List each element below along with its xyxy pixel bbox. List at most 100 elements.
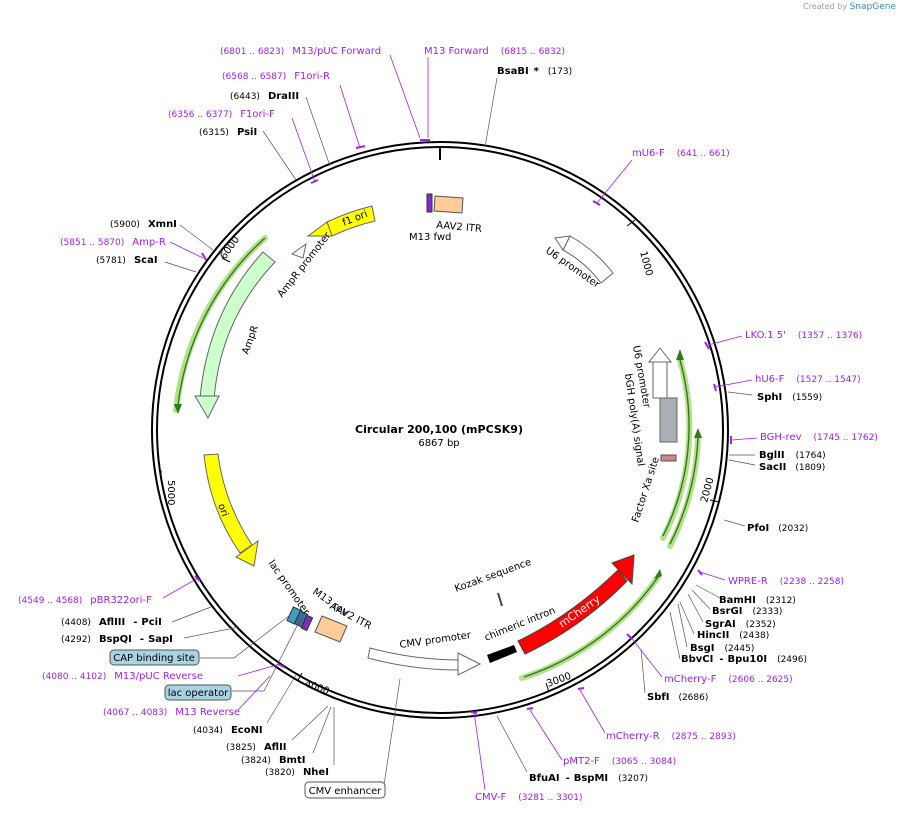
mcherry-label: mCherry — [556, 592, 603, 630]
mark-mu6-f — [592, 200, 601, 206]
enzyme-psii-name: PsiI — [237, 127, 257, 138]
enzyme-sacii: SacII(1809) — [759, 462, 825, 473]
m13-fwd-label: M13 fwd — [409, 232, 451, 243]
tick-label-5000: 5000 — [165, 480, 176, 505]
primer-amp-r-name: Amp-R — [132, 237, 166, 248]
enzyme-bamhi-pos: (2312) — [766, 596, 796, 606]
primer-mcherry-r-name: mCherry-R — [606, 731, 660, 742]
enzyme-hincii-pos: (2438) — [739, 631, 769, 641]
primer-pmt2-f-name: pMT2-F — [563, 756, 600, 767]
enzyme-aflii: (3825)AflII — [226, 742, 287, 753]
enzyme-bbvci-pos: (2496) — [777, 655, 807, 665]
m13puc-fwd-line — [389, 54, 421, 139]
enzyme-bsrgi: BsrGI(2333) — [712, 606, 782, 617]
enzyme-bsgi: BsgI(2445) — [690, 643, 754, 654]
ampr-body — [199, 251, 276, 401]
primer-m13puc-fwd-name: M13/pUC Forward — [292, 46, 381, 57]
primer-cmv-f-name: CMV-F — [475, 792, 506, 803]
u6-inner-arrow — [647, 347, 673, 363]
bsrgi-line — [691, 589, 711, 610]
mark-amp-r — [201, 252, 207, 261]
primer-pbr322-name: pBR322ori-F — [90, 595, 152, 606]
primer-f1ori-f-name: F1ori-F — [240, 109, 275, 120]
pfoi-line — [723, 519, 746, 527]
mark-pbr322 — [194, 575, 201, 582]
enzyme-sacii-name: SacII — [759, 462, 786, 473]
primer-m13puc-rev: (4080 .. 4102)M13/pUC Reverse — [42, 671, 203, 682]
primer-lko1-pos: (1357 .. 1376) — [798, 331, 862, 341]
highlight-arrow-ampr — [174, 404, 182, 414]
enzyme-bsrgi-pos: (2333) — [752, 607, 782, 617]
enzyme-bmti-pos: (3824) — [241, 756, 271, 766]
u6-outer-arrow — [554, 235, 571, 251]
enzyme-afliii-pos: (4408) — [61, 618, 91, 628]
enzyme-bsabi-name: BsaBI — [497, 66, 529, 77]
enzyme-bsgi-pos: (2445) — [724, 644, 754, 654]
tick-mark-1000 — [626, 219, 636, 227]
enzyme-pfoi: PfoI(2032) — [747, 523, 808, 534]
mcherry-r-line — [579, 689, 606, 734]
enzyme-sphi-name: SphI — [757, 392, 782, 403]
cmv-promoter-label: CMV promoter — [399, 630, 473, 651]
wpre-r-line — [699, 571, 726, 581]
aav2-itr-bottom-body — [314, 615, 348, 643]
primer-bgh-rev-name: BGH-rev — [760, 432, 802, 443]
primer-pmt2-f: pMT2-F(3065 .. 3084) — [563, 756, 676, 767]
snapgene-credit: Created by SnapGene — [803, 2, 896, 12]
highlight-cores — [177, 237, 699, 678]
ampr-arrow — [194, 395, 220, 420]
sacii-line — [728, 459, 756, 466]
enzyme-sapi-name: SapI — [148, 634, 173, 645]
enzyme-bpu10i-name: Bpu10I — [728, 654, 768, 665]
cmv-promoter-body — [367, 647, 461, 671]
plasmid-length: 6867 bp — [418, 438, 459, 449]
m13-rev-primer-line — [237, 675, 271, 711]
cap-box — [109, 649, 200, 666]
highlight-core-2 — [669, 436, 699, 545]
mark-m13puc-rev — [277, 663, 285, 668]
cmv-enhancer-box-label: CMV enhancer — [309, 786, 383, 797]
enzyme-sgrai-name: SgrAI — [705, 619, 736, 630]
primer-bgh-rev: BGH-rev(1745 .. 1762) — [760, 432, 878, 443]
highlights — [173, 235, 701, 681]
mark-mcherry-r — [577, 687, 585, 690]
enzyme-bglii-name: BglII — [759, 450, 785, 461]
enzyme-pcii-name: PciI — [141, 617, 161, 628]
bspqi-line — [183, 626, 240, 639]
enzyme-sbfi: SbfI(2686) — [647, 692, 708, 703]
sgrai-line — [687, 593, 704, 623]
enzyme-sphi: SphI(1559) — [757, 392, 822, 403]
highlight-arrow-2 — [694, 428, 702, 438]
primer-f1ori-f: (6356 .. 6377)F1ori-F — [168, 109, 275, 120]
highlight-core-ampr — [177, 237, 266, 406]
ampr-label: AmpR — [240, 324, 261, 356]
primer-m13puc-rev-name: M13/pUC Reverse — [114, 671, 203, 682]
highlight-core-3 — [523, 576, 659, 678]
u6-inner-body — [652, 361, 668, 399]
cmv-f-line — [473, 711, 486, 791]
bgh-rev-line — [731, 437, 758, 441]
mark-hu6-f — [713, 383, 717, 392]
enzyme-xmni-pos: (5900) — [110, 220, 140, 230]
bgh-polya-body — [659, 397, 678, 443]
enzyme-bfuai: BfuAI-BspMI(3207) — [529, 773, 648, 784]
enzyme-draiii-name: DraIII — [268, 91, 299, 102]
primer-m13puc-fwd-pos: (6801 .. 6823) — [220, 47, 284, 57]
enzyme-bfuai-pos: (3207) — [618, 774, 648, 784]
afliii-line — [171, 606, 212, 623]
draiii-line — [305, 96, 331, 167]
lac-operator-box — [164, 684, 232, 701]
enzyme-aflii-name: AflII — [264, 742, 287, 753]
lacop-line — [232, 617, 302, 692]
enzyme-bsabi-marker: * — [534, 66, 540, 77]
mark-cmv-f — [470, 711, 478, 714]
bsgi-line — [677, 603, 688, 648]
enzyme-scai-pos: (5781) — [96, 256, 126, 266]
highlight-arrow-1 — [676, 349, 684, 360]
chimeric-intron-body — [487, 645, 517, 663]
primer-lko1-name: LKO.1 5' — [745, 330, 786, 341]
primer-m13-rev-pos: (4067 .. 4083) — [103, 708, 167, 718]
factor-xa-mark — [660, 454, 677, 462]
primer-wpre-r-pos: (2238 .. 2258) — [780, 577, 844, 587]
